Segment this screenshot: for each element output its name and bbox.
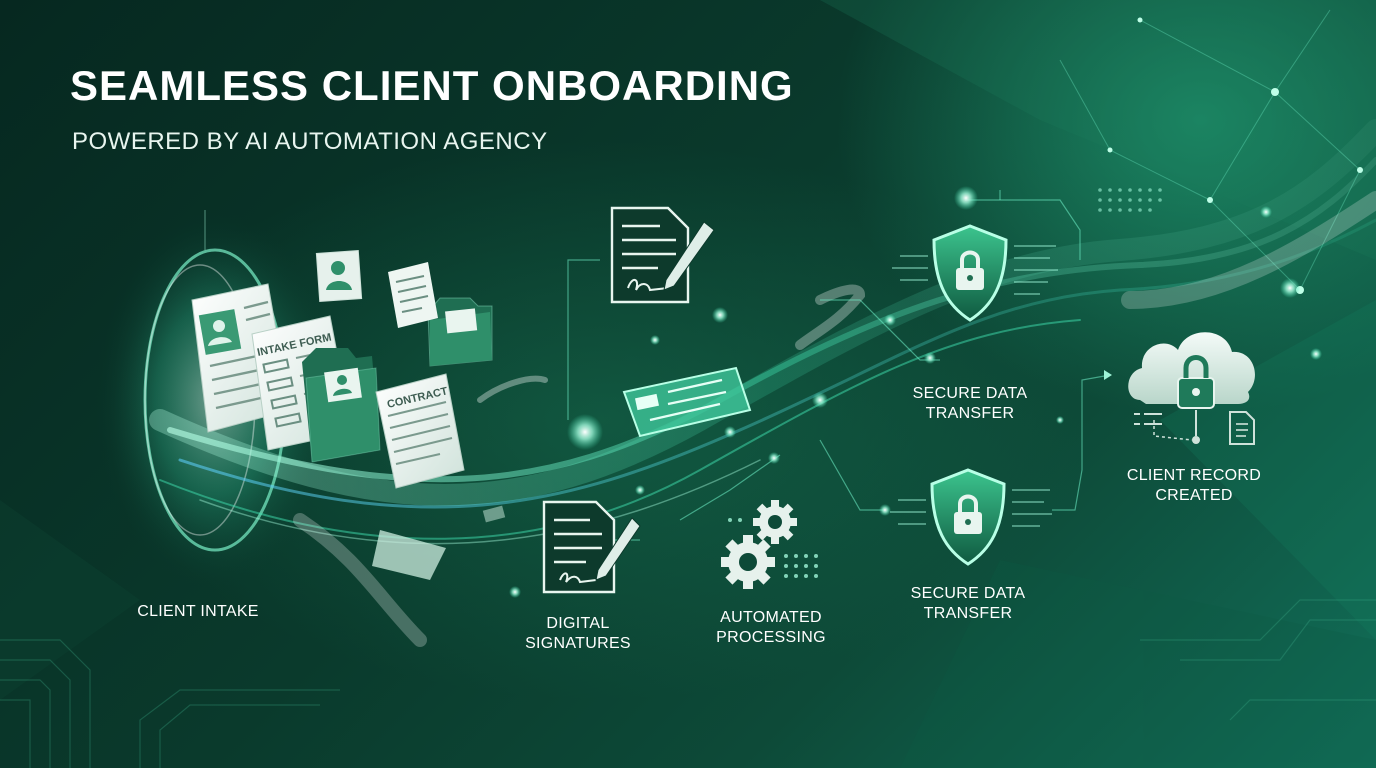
step-label-line: SECURE DATA <box>910 585 1026 602</box>
step-label-client-record: CLIENT RECORD CREATED <box>1114 466 1274 506</box>
contract-document <box>375 373 465 489</box>
circuit-lines <box>0 599 1376 768</box>
step-label-client-intake: CLIENT INTAKE <box>118 602 278 622</box>
step-label-secure-transfer-bottom: SECURE DATA TRANSFER <box>898 584 1038 624</box>
step-label-line: AUTOMATED <box>720 609 822 626</box>
step-label-line: SECURE DATA <box>912 385 1028 402</box>
pen-icon <box>595 517 641 581</box>
signature-document-icon <box>610 206 690 304</box>
client-intake-documents <box>191 250 752 580</box>
step-label-line: PROCESSING <box>716 629 826 646</box>
page-title: SEAMLESS CLIENT ONBOARDING <box>70 62 794 109</box>
step-label-line: CREATED <box>1155 487 1233 504</box>
data-card-small <box>372 505 506 580</box>
profile-card-icon <box>315 250 363 302</box>
arrow-head <box>1104 370 1112 380</box>
step-label-line: CLIENT RECORD <box>1126 467 1262 484</box>
dot-matrix <box>1098 188 1162 212</box>
document-icon <box>388 262 438 328</box>
step-label-line: DIGITAL <box>546 615 610 632</box>
cloud-lock-icon <box>1128 332 1255 445</box>
step-label-digital-signatures: DIGITAL SIGNATURES <box>508 614 648 654</box>
step-label-secure-transfer-top: SECURE DATA TRANSFER <box>900 384 1040 424</box>
step-label-automated-processing: AUTOMATED PROCESSING <box>700 608 842 648</box>
signature-document-icon <box>542 500 616 594</box>
shield-lock-icon <box>932 224 1008 322</box>
shield-data-lines <box>890 489 1052 527</box>
data-card <box>622 366 752 438</box>
pen-icon <box>663 221 715 291</box>
data-streams <box>149 119 1376 647</box>
folder-icon <box>302 348 381 463</box>
shield-lock-icon <box>930 468 1006 566</box>
step-label-line: SIGNATURES <box>525 635 631 652</box>
step-label-line: TRANSFER <box>925 405 1015 422</box>
shield-data-lines <box>892 245 1058 295</box>
page-subtitle: POWERED BY AI AUTOMATION AGENCY <box>72 128 548 155</box>
step-label-line: TRANSFER <box>923 605 1013 622</box>
step-label-line: CLIENT INTAKE <box>137 603 259 620</box>
folder-icon <box>427 297 493 367</box>
glow-dots <box>509 186 1322 598</box>
processing-dots <box>728 518 818 578</box>
gears-icon <box>721 500 797 589</box>
